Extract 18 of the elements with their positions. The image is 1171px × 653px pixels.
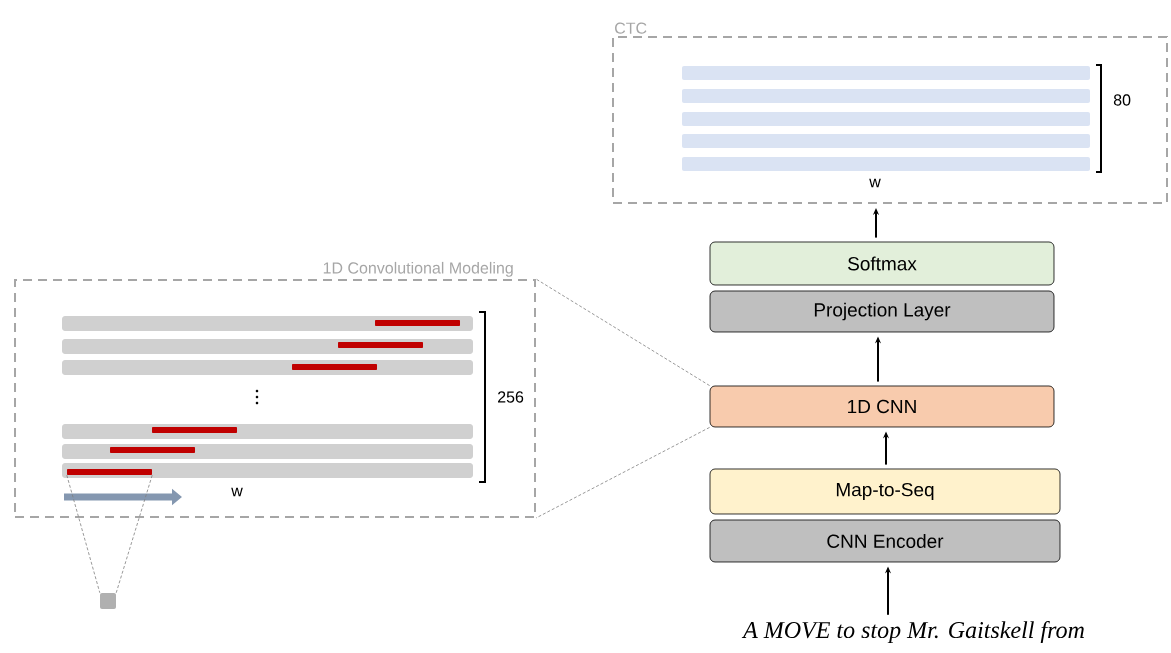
dimension-label: w xyxy=(869,178,881,188)
input-patch xyxy=(100,593,116,609)
dimension-label: 256 xyxy=(498,391,524,403)
node-label: CTC xyxy=(615,22,647,34)
zoom-line xyxy=(535,278,710,386)
layer-box: Softmax xyxy=(709,241,1055,286)
layer-box: 1D CNN xyxy=(709,385,1055,428)
zoom-line xyxy=(66,474,101,594)
dimension-label: 80 xyxy=(1113,94,1131,106)
node-label: 1D Convolutional Modeling xyxy=(323,261,513,277)
zoom-line xyxy=(535,427,710,519)
dimension-label: w xyxy=(231,487,243,497)
layer-box: CNN Encoder xyxy=(709,519,1061,563)
layer-box: Projection Layer xyxy=(709,290,1055,333)
handwriting-text: A MOVE to stop Mr. Gaitskell from xyxy=(741,621,1084,643)
filter-bar xyxy=(67,469,152,475)
zoom-line xyxy=(115,474,153,594)
layer-box: Map-to-Seq xyxy=(709,468,1061,515)
